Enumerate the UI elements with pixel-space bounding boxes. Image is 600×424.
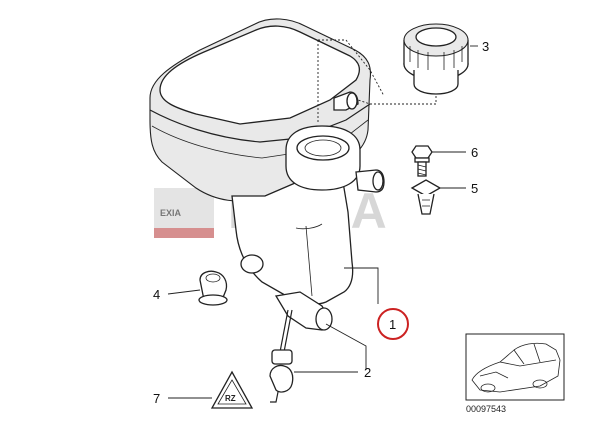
reference-number: 00097543 <box>466 404 506 414</box>
leader-lines <box>167 39 478 399</box>
callout-5: 5 <box>471 181 478 196</box>
clip-nut <box>410 179 442 215</box>
callout-3: 3 <box>482 39 489 54</box>
filler-cap <box>403 23 469 95</box>
callout-1-circle <box>377 308 409 340</box>
vehicle-thumbnail: 00097543 <box>465 333 565 414</box>
grommet <box>198 270 228 306</box>
callout-1: 1 <box>389 317 396 332</box>
callout-6: 6 <box>471 145 478 160</box>
callout-2: 2 <box>364 365 371 380</box>
watermark-badge-text: EXIA <box>160 208 182 218</box>
warning-label: RZ <box>210 370 254 409</box>
bolt <box>411 145 433 177</box>
callout-4: 4 <box>153 287 160 302</box>
warning-label-text: RZ <box>225 394 236 403</box>
expansion-tank <box>149 18 385 403</box>
callouts: 1 2 3 4 5 6 7 <box>153 39 489 406</box>
callout-7: 7 <box>153 391 160 406</box>
